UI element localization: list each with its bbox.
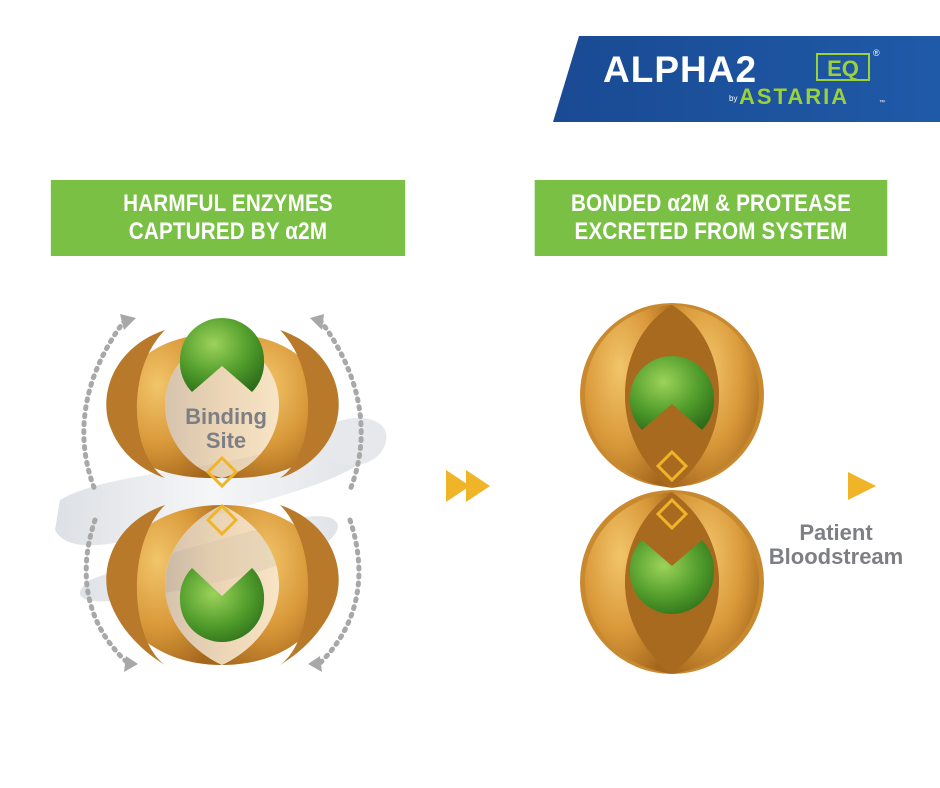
alpha2m-diagram: Binding Site Patient Bloodstream — [55, 303, 903, 674]
logo-registered-mark: ® — [873, 48, 880, 58]
binding-site-label-line1: Binding — [185, 404, 267, 429]
left-panel-banner: HARMFUL ENZYMES CAPTURED BY α2M — [50, 180, 406, 256]
left-banner-line2: CAPTURED BY α2M — [128, 218, 328, 245]
patient-bloodstream-label-line2: Bloodstream — [769, 544, 903, 569]
right-banner-line1: BONDED α2M & PROTEASE — [570, 190, 852, 217]
left-banner-line1: HARMFUL ENZYMES — [123, 190, 333, 217]
right-banner-line2: EXCRETED FROM SYSTEM — [574, 218, 848, 245]
logo-wordmark: ALPHA2 — [603, 49, 758, 90]
rotation-arrowheads — [120, 314, 324, 672]
logo-by-text: by — [729, 94, 738, 103]
left-enzymes — [179, 318, 265, 642]
logo-eq-box: EQ — [816, 53, 870, 81]
right-alpha2m-bottom — [580, 490, 764, 674]
excretion-arrow — [752, 472, 876, 500]
rotation-arrows — [81, 317, 364, 668]
logo-background — [553, 36, 940, 122]
right-panel-banner: BONDED α2M & PROTEASE EXCRETED FROM SYST… — [534, 180, 888, 256]
binding-site-label-line2: Site — [206, 428, 246, 453]
logo-trademark: ™ — [879, 100, 885, 106]
right-alpha2m-top — [580, 303, 764, 488]
patient-bloodstream-label-line1: Patient — [799, 520, 873, 545]
brand-logo: ALPHA2 EQ ® by ASTARIA ™ — [553, 36, 940, 122]
left-binding-diamonds — [205, 455, 239, 537]
double-chevron-icon — [446, 470, 490, 502]
logo-company-name: ASTARIA — [739, 84, 850, 109]
